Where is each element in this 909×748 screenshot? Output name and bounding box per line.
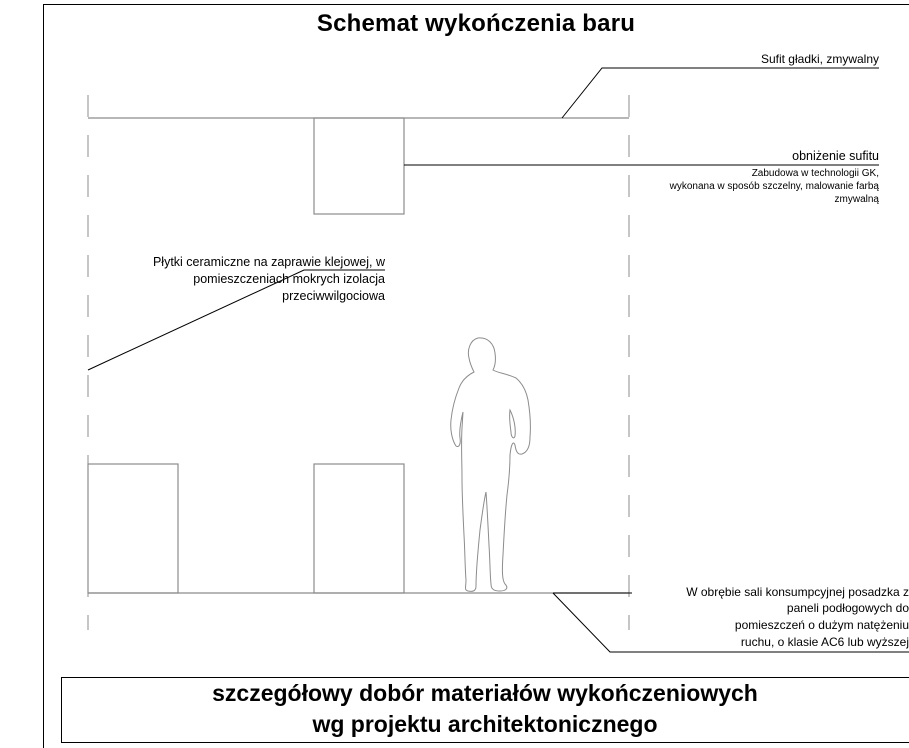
footer-note-box [61,677,909,743]
ceiling-label: Sufit gładki, zmywalny [760,52,879,66]
floor-label-line2: paneli podłogowych do [786,601,909,615]
floor-label-line3: pomieszczeń o dużym natężeniu [734,618,909,632]
soffit-desc-line2: wykonana w sposób szczelny, malowanie fa… [669,181,879,192]
drawing-sheet-frame [43,4,909,748]
floor-leader [552,592,909,653]
footer-note-line2: wg projektu architektonicznego [312,711,658,737]
left-opening [87,463,179,594]
human-silhouette [450,337,531,592]
floor-label-line4: ruchu, o klasie AC6 lub wyższej [740,635,909,649]
diagram-title: Schemat wykończenia baru [316,10,636,37]
ceiling-leader [561,67,879,119]
soffit-desc-line3: zmywalną [834,194,879,205]
tiles-label-line3: przeciwwilgociowa [282,289,385,303]
middle-opening [313,463,405,594]
tiles-label-line2: pomieszczeniach mokrych izolacja [193,272,385,286]
floor-label-line1: W obrębie sali konsumpcyjnej posadzka z [686,585,909,599]
soffit-box [313,117,405,215]
footer-note-line1: szczegółowy dobór materiałów wykończenio… [212,680,758,706]
soffit-heading: obniżenie sufitu [792,149,879,163]
tiles-label-line1: Płytki ceramiczne na zaprawie klejowej, … [152,255,385,269]
soffit-desc-line1: Zabudowa w technologii GK, [751,168,879,179]
tiles-leader [87,269,385,371]
